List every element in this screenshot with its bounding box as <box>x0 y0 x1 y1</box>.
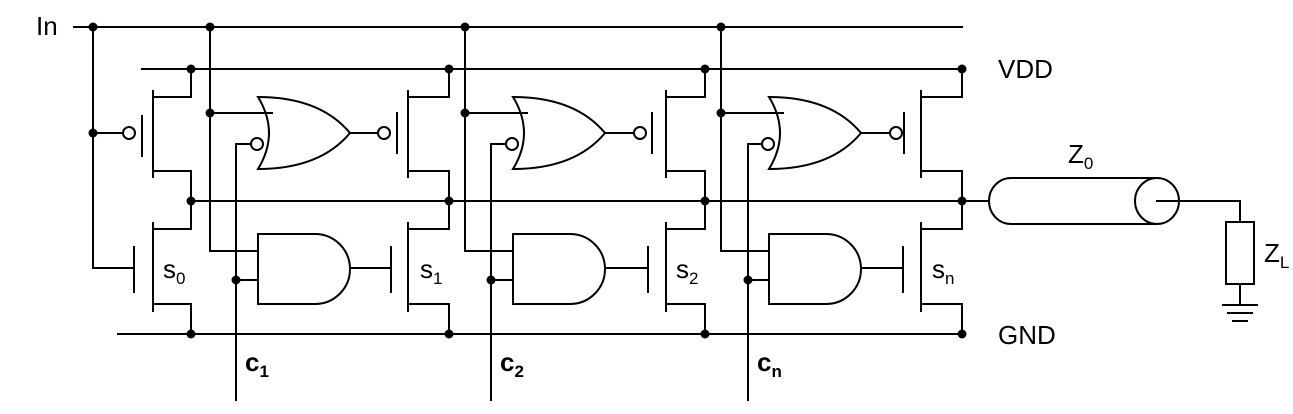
nor-input-bubble-sn <box>761 137 775 151</box>
pmos-s0 <box>122 68 192 202</box>
pmos-s1 <box>396 68 450 202</box>
pmos-s2 <box>651 68 706 202</box>
nor-gate-sn <box>761 95 903 171</box>
nor-input-bubble-s2 <box>505 137 519 151</box>
in-tap-sn <box>720 26 770 252</box>
nmos-s2 <box>647 200 706 335</box>
nor-gate-s2 <box>505 95 647 171</box>
pmos-sn <box>903 68 963 202</box>
stage-sn <box>720 26 963 401</box>
control-line-c2 <box>490 143 507 401</box>
nor-output-bubble-sn <box>889 126 903 140</box>
transistor-label-s1: s1 <box>420 254 442 288</box>
vdd-label: VDD <box>998 54 1053 84</box>
nor-output-bubble-s2 <box>633 126 647 140</box>
pmos-gate-bubble-s0 <box>122 126 136 140</box>
line-impedance-label: Z0 <box>1068 139 1093 173</box>
in-tap-s2 <box>464 26 514 252</box>
in-tap-s1 <box>209 26 259 252</box>
nor-gate-s1 <box>250 95 391 171</box>
input-label: In <box>36 11 58 41</box>
gnd-label: GND <box>998 320 1056 350</box>
nmos-s0 <box>133 200 192 335</box>
stage-s0 <box>92 26 192 335</box>
load-impedance-label: ZL <box>1264 238 1289 272</box>
nand-gate-s1 <box>257 233 392 305</box>
control-line-c1 <box>235 143 252 401</box>
control-label-cn: cn <box>757 347 782 381</box>
transistor-label-s2: s2 <box>676 254 698 288</box>
transistor-label-s0: s0 <box>163 254 185 288</box>
nand-gate-sn <box>768 233 904 305</box>
transistor-label-sn: sn <box>932 254 954 288</box>
input-drop-s0 <box>92 26 135 269</box>
junction-dots <box>88 22 967 339</box>
transmission-line <box>988 176 1241 226</box>
nor-output-bubble-s1 <box>377 126 391 140</box>
ground-icon <box>1222 304 1258 322</box>
nor-input-bubble-s1 <box>250 137 264 151</box>
control-label-c2: c2 <box>500 347 524 381</box>
control-label-c1: c1 <box>245 347 269 381</box>
nmos-s1 <box>390 200 450 335</box>
control-line-cn <box>747 143 763 401</box>
nand-gate-s2 <box>512 233 649 305</box>
load-resistor <box>1225 221 1255 306</box>
nmos-sn <box>902 200 963 335</box>
stage-s2 <box>464 26 706 401</box>
stage-s1 <box>209 26 450 401</box>
